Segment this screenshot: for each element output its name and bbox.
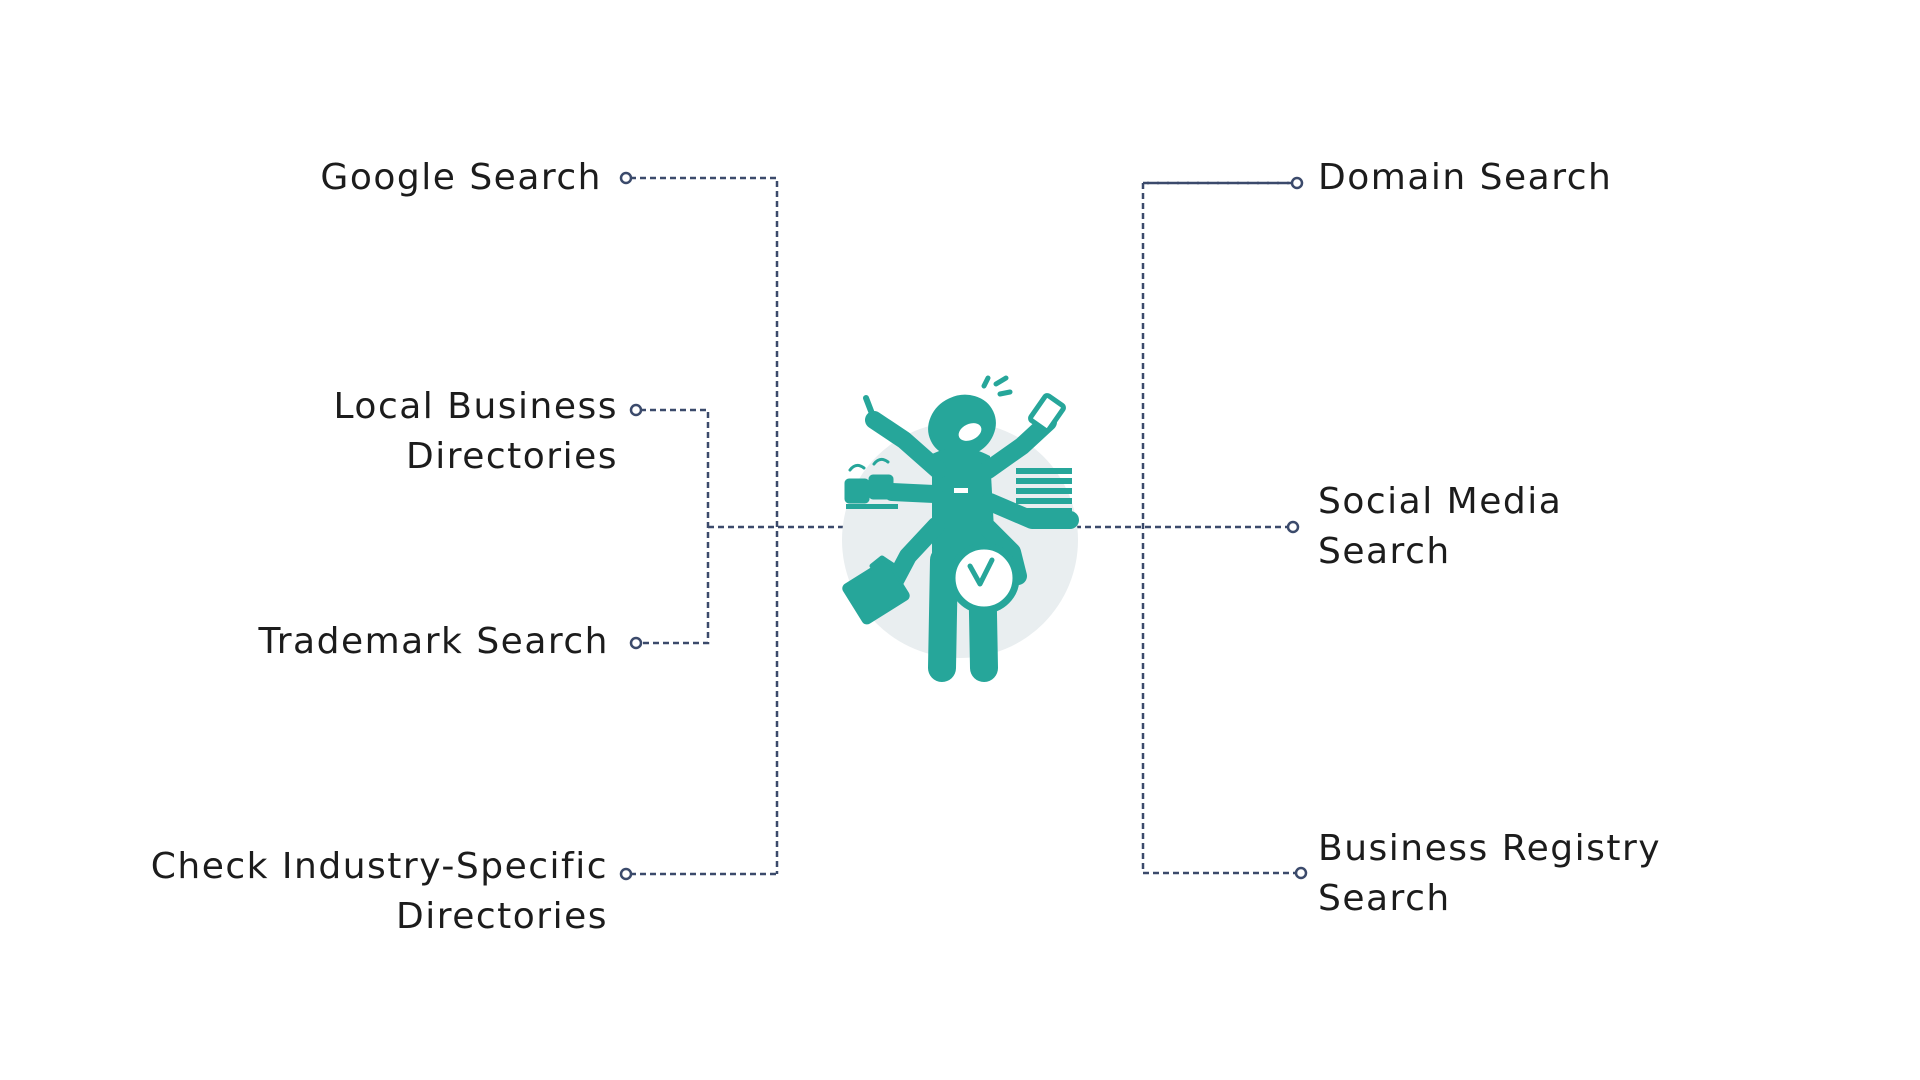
endpoint-registry: [1294, 866, 1308, 880]
papers-stack-icon: [1016, 468, 1072, 514]
clock-icon: [948, 542, 1020, 614]
label-line: Local Business: [333, 386, 618, 427]
figure-left-leg: [928, 546, 958, 682]
label-domain-search: Domain Search: [1318, 153, 1612, 203]
endpoint-social: [1286, 520, 1300, 534]
label-line: Search: [1318, 531, 1451, 572]
label-line: Business Registry: [1318, 828, 1662, 869]
connector-google: [630, 176, 779, 874]
label-line: Search: [1318, 878, 1451, 919]
label-social-media-search: Social Media Search: [1318, 477, 1562, 577]
label-local-business-directories: Local Business Directories: [334, 382, 619, 482]
label-line: Trademark Search: [258, 621, 609, 662]
label-line: Social Media: [1318, 481, 1563, 522]
label-line: Directories: [395, 896, 608, 937]
endpoint-domain: [1290, 176, 1304, 190]
label-line: Domain Search: [1318, 157, 1613, 198]
endpoint-google: [619, 171, 633, 185]
briefcase-icon: [842, 555, 910, 625]
label-industry-directories: Check Industry-Specific Directories: [151, 842, 608, 942]
phone-icon: [1028, 393, 1066, 433]
coffee-cups-icon: [844, 457, 898, 509]
connector-local: [640, 408, 710, 645]
stress-marks-icon: [981, 375, 1013, 397]
label-line: Google Search: [320, 157, 602, 198]
endpoint-industry: [619, 867, 633, 881]
label-business-registry-search: Business Registry Search: [1318, 824, 1661, 924]
label-line: Check Industry-Specific: [150, 846, 608, 887]
endpoint-local: [629, 403, 643, 417]
label-google-search: Google Search: [320, 153, 602, 203]
label-trademark-search: Trademark Search: [259, 617, 609, 667]
endpoint-trademark: [629, 636, 643, 650]
pen-icon: [863, 395, 879, 427]
multitasking-person-icon: [842, 375, 1079, 682]
label-line: Directories: [405, 436, 618, 477]
figure-body: [932, 447, 996, 574]
